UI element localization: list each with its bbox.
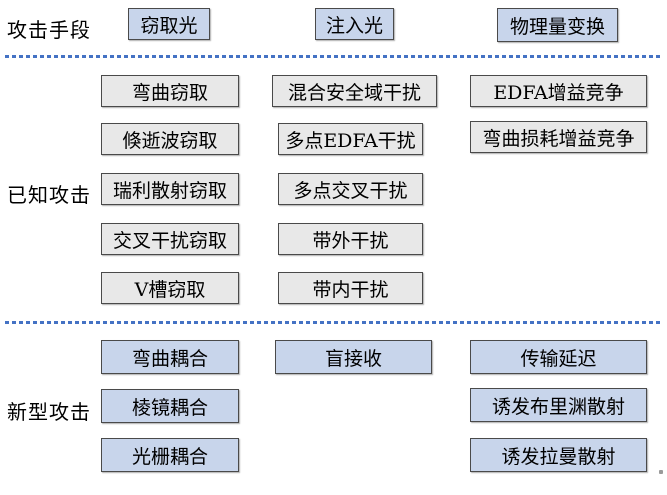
box-blind-reception: 盲接收 [275, 340, 432, 374]
box-evanescent-wave-tapping: 倏逝波窃取 [101, 123, 239, 155]
box-multipoint-edfa-jamming: 多点EDFA干扰 [278, 123, 423, 155]
box-physical-quantity-transform: 物理量变换 [497, 8, 618, 42]
box-bend-coupling: 弯曲耦合 [101, 340, 239, 374]
box-edfa-gain-competition: EDFA增益竞争 [470, 75, 647, 107]
box-crosstalk-tapping: 交叉干扰窃取 [101, 223, 239, 255]
box-multipoint-crosstalk-jamming: 多点交叉干扰 [278, 173, 423, 205]
box-v-groove-tapping: V槽窃取 [101, 272, 239, 304]
section-label-attack-means: 攻击手段 [7, 18, 91, 42]
box-mixed-security-domain-jamming: 混合安全域干扰 [272, 75, 437, 107]
divider-bottom [5, 321, 661, 324]
stray-dot [659, 470, 663, 474]
divider-top [5, 55, 661, 58]
box-induced-raman-scattering: 诱发拉曼散射 [470, 438, 647, 472]
section-label-known-attacks: 已知攻击 [7, 183, 91, 207]
box-out-of-band-jamming: 带外干扰 [278, 223, 423, 255]
box-bend-tapping: 弯曲窃取 [101, 75, 239, 107]
box-in-band-jamming: 带内干扰 [278, 272, 423, 304]
box-grating-coupling: 光栅耦合 [101, 438, 239, 472]
box-light-injection: 注入光 [315, 8, 394, 40]
box-bend-loss-gain-competition: 弯曲损耗增益竞争 [470, 121, 647, 153]
box-induced-brillouin-scattering: 诱发布里渊散射 [470, 388, 647, 422]
box-transmission-delay: 传输延迟 [470, 340, 647, 374]
box-prism-coupling: 棱镜耦合 [101, 389, 239, 423]
section-label-new-attacks: 新型攻击 [7, 400, 91, 424]
box-light-tapping: 窃取光 [128, 8, 210, 40]
box-rayleigh-scattering-tapping: 瑞利散射窃取 [101, 173, 239, 205]
